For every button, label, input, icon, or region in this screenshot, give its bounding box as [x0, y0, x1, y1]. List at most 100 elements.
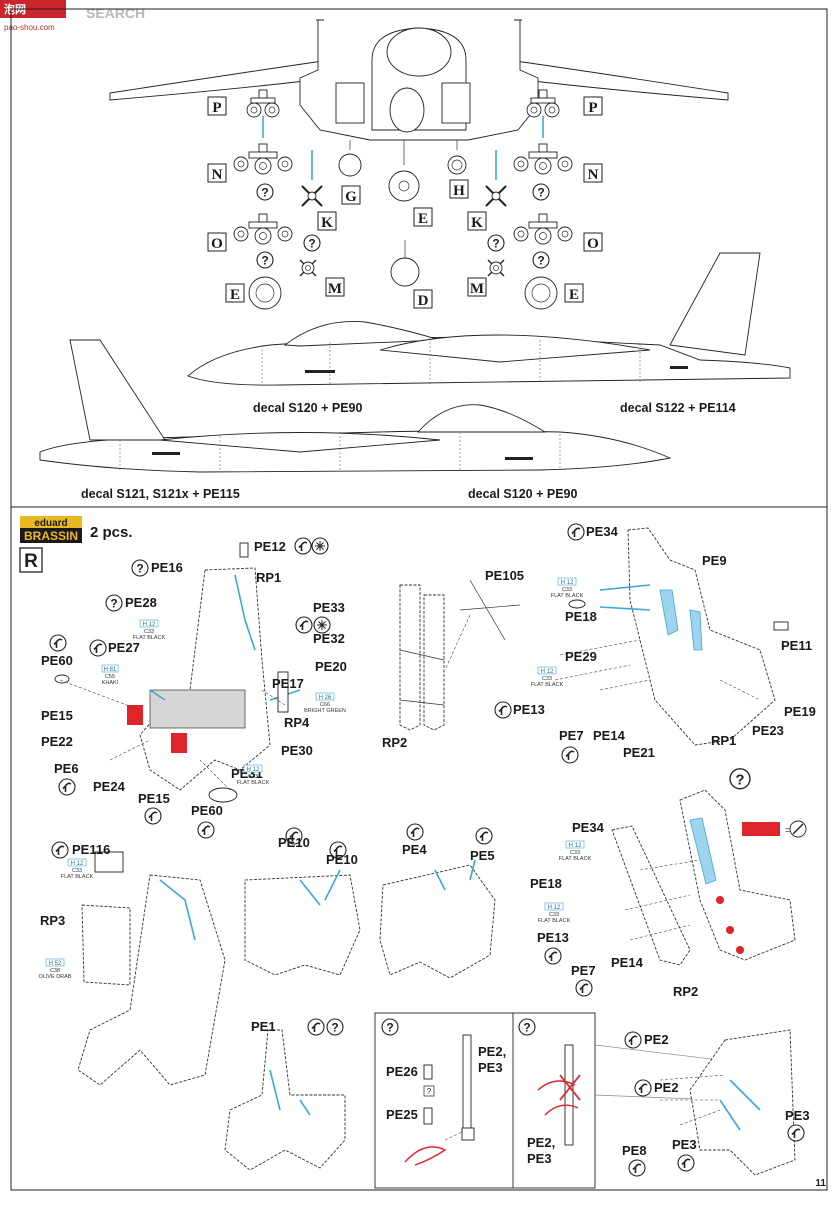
caption-decal-s120-top: decal S120 + PE90 [253, 401, 363, 415]
step1-seat [54, 542, 301, 803]
store-letters: P P N N G H K K E O O M M E E D [207, 96, 603, 309]
svg-text:BRASSIN: BRASSIN [24, 529, 78, 543]
step8-seat: PE1 [224, 1018, 346, 1171]
profile-single-seat [187, 252, 791, 386]
svg-text:K: K [321, 215, 333, 231]
svg-text:PE2: PE2 [644, 1032, 669, 1047]
step5-labels: PE116 RP3 [40, 841, 110, 928]
brassin-logo: eduard BRASSIN [20, 516, 82, 543]
svg-text:KHAKI: KHAKI [102, 680, 119, 686]
svg-text:RP1: RP1 [711, 733, 736, 748]
step9-detail: ? PE26 PE25 PE2, PE3 [381, 1018, 506, 1166]
svg-text:C38: C38 [50, 968, 60, 974]
svg-text:PE105: PE105 [485, 568, 524, 583]
watermark-url: pao-shou.com [4, 23, 55, 32]
svg-text:H: H [453, 183, 465, 199]
svg-text:K: K [471, 215, 483, 231]
svg-text:PE6: PE6 [54, 761, 79, 776]
svg-text:RP1: RP1 [256, 570, 281, 585]
svg-text:PE26: PE26 [386, 1064, 418, 1079]
step11-seat: PE2 PE2 PE3 PE8 PE3 [594, 1029, 810, 1177]
svg-text:PE27: PE27 [108, 640, 140, 655]
svg-text:FLAT BLACK: FLAT BLACK [551, 593, 584, 599]
page-number: 11 [815, 1178, 826, 1189]
svg-text:P: P [588, 100, 597, 116]
svg-text:P: P [212, 100, 221, 116]
step5-paint-callouts: H 12 C33 FLAT BLACK H 52 C38 OLIVE DRAB [38, 858, 94, 980]
svg-text:PE15: PE15 [41, 708, 73, 723]
svg-text:PE23: PE23 [752, 723, 784, 738]
svg-text:H 52: H 52 [49, 961, 62, 967]
svg-text:PE32: PE32 [313, 631, 345, 646]
svg-text:PE2: PE2 [654, 1080, 679, 1095]
svg-text:PE9: PE9 [702, 553, 727, 568]
svg-text:PE3: PE3 [785, 1108, 810, 1123]
svg-text:PE4: PE4 [402, 842, 427, 857]
svg-text:PE3: PE3 [478, 1060, 503, 1075]
profile-two-seat [39, 339, 672, 473]
svg-text:D: D [418, 293, 429, 309]
svg-text:E: E [569, 287, 579, 303]
watermark: 泡网 SEARCH pao-shou.com [0, 0, 145, 32]
step6-seat: PE10 PE10 [244, 827, 361, 976]
step7-seat: PE4 PE5 [379, 823, 496, 979]
svg-text:PE19: PE19 [784, 704, 816, 719]
svg-text:PE2,: PE2, [527, 1135, 555, 1150]
svg-text:PE2,: PE2, [478, 1044, 506, 1059]
svg-text:H 26: H 26 [319, 695, 332, 701]
svg-text:H 12: H 12 [541, 669, 554, 675]
step5-seat [77, 851, 226, 1086]
svg-text:PE28: PE28 [125, 595, 157, 610]
svg-text:=: = [785, 825, 790, 835]
svg-text:PE22: PE22 [41, 734, 73, 749]
svg-text:C33: C33 [144, 629, 154, 635]
svg-text:PE10: PE10 [278, 835, 310, 850]
svg-text:FLAT BLACK: FLAT BLACK [559, 856, 592, 862]
step4-labels: PE34 PE18 PE13 PE7 PE14 RP2 [530, 820, 698, 999]
svg-text:PE34: PE34 [572, 820, 605, 835]
caption-decal-s122: decal S122 + PE114 [620, 401, 736, 415]
step4-paint-callouts: H 12 C33 FLAT BLACK H 12 C33 FLAT BLACK [538, 840, 592, 924]
svg-text:FLAT BLACK: FLAT BLACK [133, 635, 166, 641]
svg-text:PE12: PE12 [254, 539, 286, 554]
svg-text:C33: C33 [542, 676, 552, 682]
svg-text:PE33: PE33 [313, 600, 345, 615]
svg-text:G: G [345, 189, 357, 205]
svg-text:PE30: PE30 [281, 743, 313, 758]
svg-text:PE29: PE29 [565, 649, 597, 664]
stores-layout [233, 89, 573, 310]
svg-text:PE116: PE116 [72, 842, 110, 857]
svg-text:PE25: PE25 [386, 1107, 418, 1122]
svg-text:N: N [212, 167, 223, 183]
caption-decal-s120-bottom: decal S120 + PE90 [468, 487, 578, 501]
svg-text:FLAT BLACK: FLAT BLACK [237, 780, 270, 786]
svg-text:BRIGHT GREEN: BRIGHT GREEN [304, 708, 346, 714]
svg-text:PE18: PE18 [565, 609, 597, 624]
svg-text:C66: C66 [320, 702, 330, 708]
svg-text:PE20: PE20 [315, 659, 347, 674]
watermark-text: SEARCH [86, 5, 145, 21]
step3-paint-callouts: H 12 C33 FLAT BLACK H 12 C33 FLAT BLACK [531, 577, 584, 688]
svg-text:M: M [328, 281, 342, 297]
svg-text:N: N [588, 167, 599, 183]
svg-text:PE7: PE7 [559, 728, 584, 743]
svg-text:C33: C33 [570, 850, 580, 856]
svg-text:H 12: H 12 [548, 905, 561, 911]
step3-seat [554, 527, 789, 746]
svg-text:RP2: RP2 [382, 735, 407, 750]
svg-text:PE7: PE7 [571, 963, 596, 978]
svg-text:E: E [418, 211, 428, 227]
svg-text:PE1: PE1 [251, 1019, 276, 1034]
svg-text:PE14: PE14 [593, 728, 626, 743]
page-frame [10, 8, 828, 1191]
svg-text:PE16: PE16 [151, 560, 183, 575]
svg-text:PE17: PE17 [272, 676, 304, 691]
svg-text:OLIVE DRAB: OLIVE DRAB [38, 974, 71, 980]
svg-text:O: O [211, 236, 223, 252]
step10-detail: PE2, PE3 [518, 1018, 581, 1166]
svg-text:H 81: H 81 [104, 667, 117, 673]
section-letter: R [24, 551, 38, 572]
detail-box [374, 1012, 596, 1189]
